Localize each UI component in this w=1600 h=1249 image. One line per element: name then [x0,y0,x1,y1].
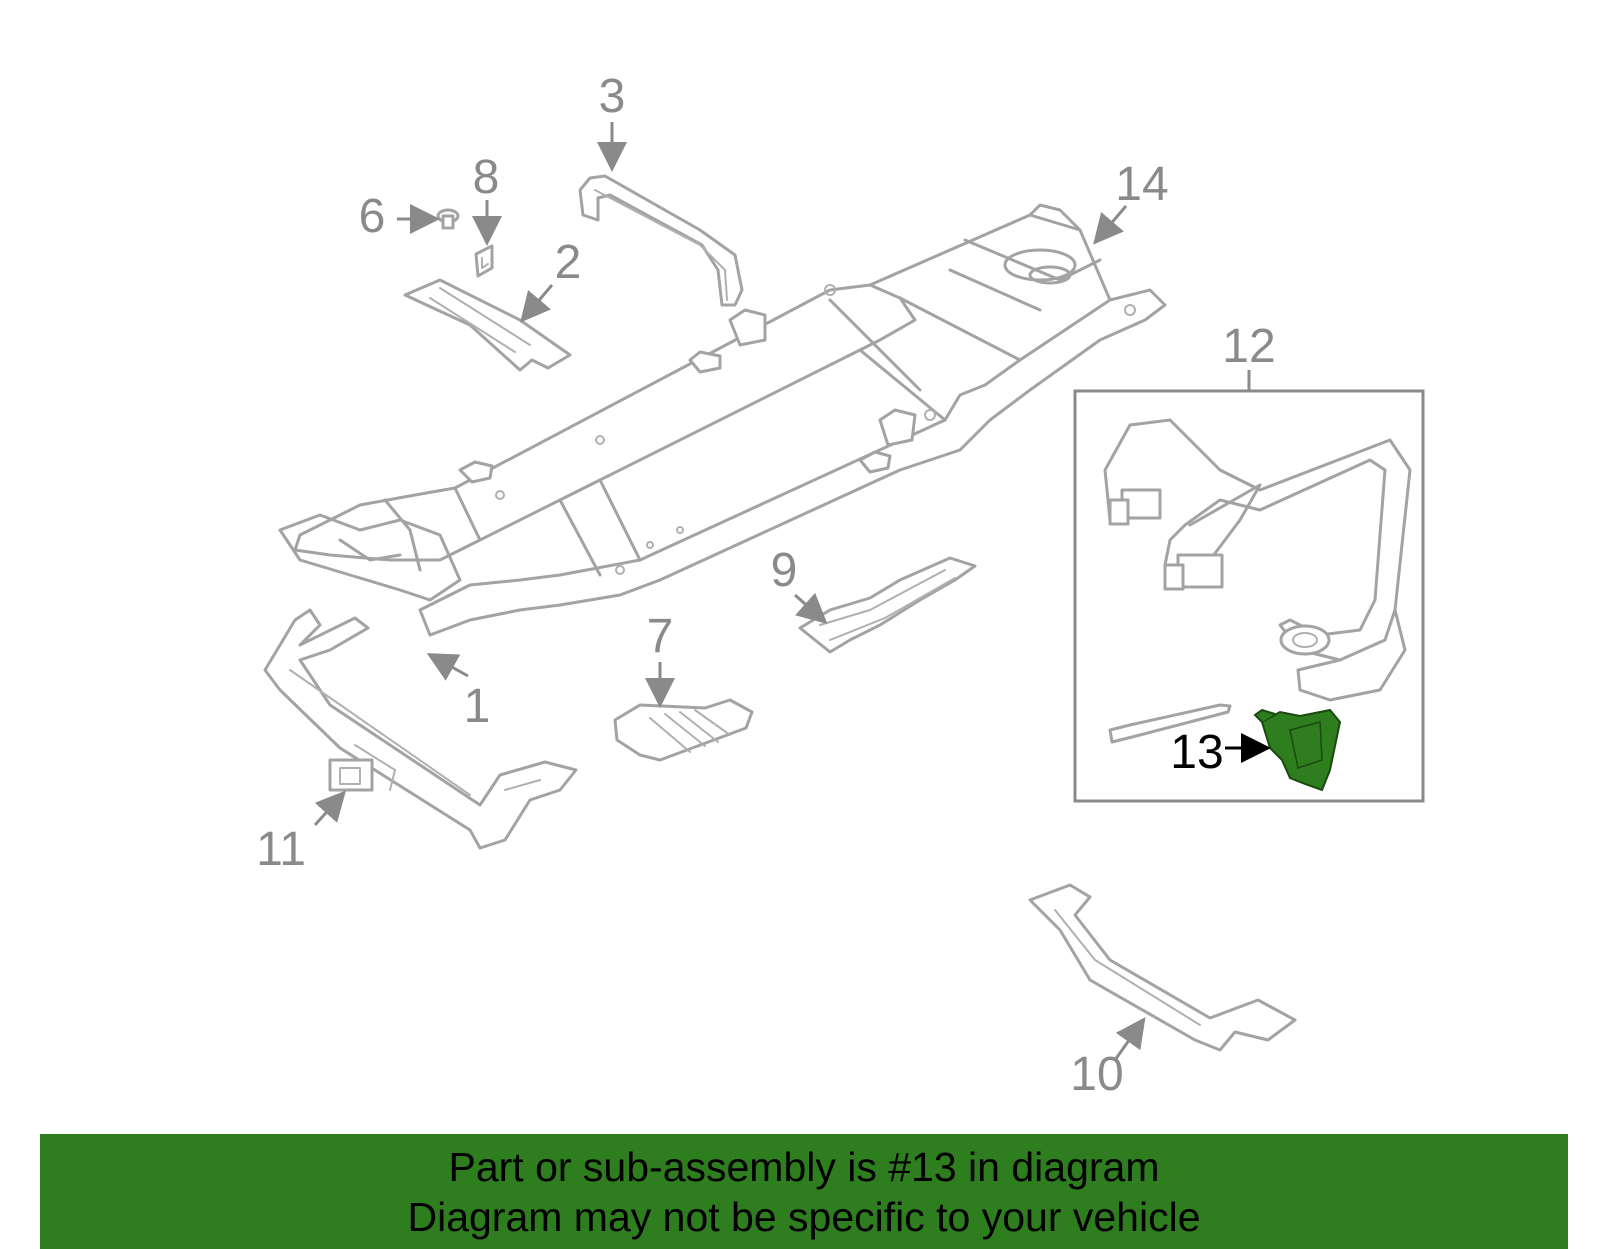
callout-7: 7 [647,610,674,663]
banner-line-2: Diagram may not be specific to your vehi… [407,1194,1201,1240]
cross-member-bracket-2[interactable] [403,278,572,372]
clip-8[interactable] [474,244,494,278]
harness-kit-box-12[interactable] [1073,370,1425,803]
frame-assembly[interactable] [278,203,1167,637]
callout-1: 1 [464,680,491,733]
callout-9: 9 [771,544,798,597]
callout-10: 10 [1070,1048,1123,1101]
callout-11: 11 [256,823,306,876]
step-plate-7[interactable] [613,698,754,762]
callout-3: 3 [599,70,626,123]
banner-line-1: Part or sub-assembly is #13 in diagram [448,1144,1160,1190]
callout-14: 14 [1115,158,1168,211]
callout-12: 12 [1222,320,1275,373]
callout-6: 6 [359,190,386,243]
callout-8: 8 [473,151,500,204]
callout-labels: 3 8 6 2 14 12 9 7 1 11 10 13 [256,70,1276,1101]
highlighted-part-13[interactable] [1253,708,1342,792]
hitch-11[interactable] [263,608,578,850]
info-banner: Part or sub-assembly is #13 in diagram D… [40,1134,1568,1249]
callout-13: 13 [1170,726,1223,779]
bolt-6[interactable] [436,208,460,230]
cross-member-10[interactable] [1028,883,1297,1052]
callout-arrows [313,122,1271,1061]
brace-3[interactable] [578,174,744,307]
cross-member-9[interactable] [798,556,977,654]
callout-2: 2 [555,236,582,289]
